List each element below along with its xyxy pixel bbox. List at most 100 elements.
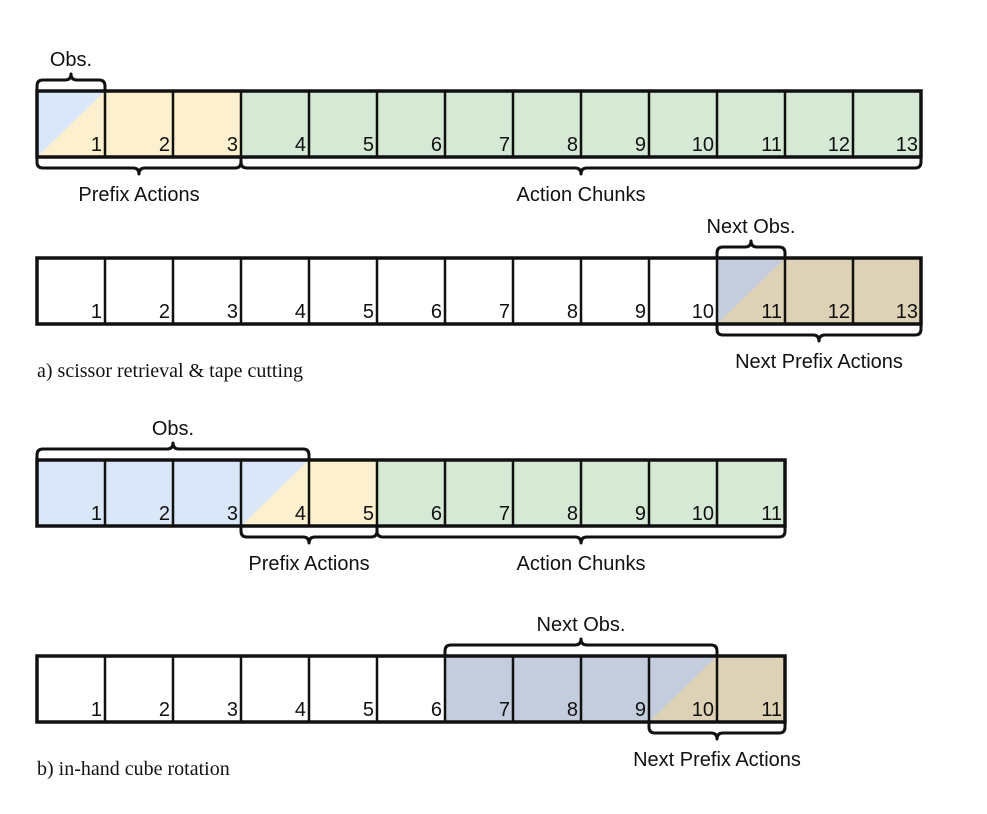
- row-outline: [35, 654, 787, 724]
- brace-next-prefix-actions: Next Prefix Actions: [715, 324, 923, 373]
- cell-diagonal-fill: [37, 91, 105, 157]
- cell-fill: [105, 656, 173, 722]
- cell-fill: [445, 91, 513, 157]
- cell-fill: [377, 258, 445, 324]
- brace-action-chunks: Action Chunks: [239, 157, 923, 206]
- cell-label: 10: [692, 134, 714, 156]
- cell-label: 4: [295, 503, 306, 525]
- cell-fill: [445, 460, 513, 526]
- brace-action-chunks: Action Chunks: [375, 526, 787, 575]
- cell-5: 5: [309, 91, 377, 157]
- cell-label: 4: [295, 134, 306, 156]
- brace-next-obs: Next Obs.: [707, 216, 795, 258]
- cell-label: 5: [363, 503, 374, 525]
- cell-3: 3: [173, 91, 241, 157]
- cell-fill: [581, 258, 649, 324]
- cell-label: 12: [828, 301, 850, 323]
- cell-fill: [377, 656, 445, 722]
- caption-panel-b: b) in-hand cube rotation: [37, 758, 230, 780]
- cell-label: 3: [227, 503, 238, 525]
- brace-shape: [35, 72, 107, 91]
- brace-label: Prefix Actions: [248, 553, 369, 575]
- cell-6: 6: [377, 656, 445, 722]
- cell-3: 3: [173, 460, 241, 526]
- cell-label: 11: [761, 134, 782, 156]
- cell-label: 8: [567, 301, 578, 323]
- cell-label: 9: [635, 503, 646, 525]
- cell-fill: [309, 258, 377, 324]
- cell-fill: [241, 656, 309, 722]
- cell-fill: [581, 460, 649, 526]
- cell-8: 8: [513, 258, 581, 324]
- brace-label: Next Obs.: [537, 614, 626, 636]
- brace-obs: Obs.: [35, 418, 311, 460]
- cell-label: 7: [499, 134, 510, 156]
- cell-fill: [717, 91, 785, 157]
- brace-next-obs: Next Obs.: [443, 614, 719, 656]
- cell-label: 3: [227, 301, 238, 323]
- cell-fill: [445, 258, 513, 324]
- cell-fill: [37, 656, 105, 722]
- cell-label: 7: [499, 699, 510, 721]
- brace-shape: [35, 441, 311, 460]
- cell-13: 13: [853, 258, 921, 324]
- cell-fill: [581, 656, 649, 722]
- cell-7: 7: [445, 656, 513, 722]
- brace-shape: [715, 324, 923, 343]
- cell-label: 11: [761, 503, 782, 525]
- cell-13: 13: [853, 91, 921, 157]
- cell-label: 7: [499, 301, 510, 323]
- cell-12: 12: [785, 91, 853, 157]
- cell-fill: [649, 258, 717, 324]
- cell-label: 8: [567, 699, 578, 721]
- cell-label: 2: [159, 134, 170, 156]
- cell-label: 1: [91, 134, 102, 156]
- brace-shape: [239, 157, 923, 176]
- cell-1: 1: [37, 460, 105, 526]
- cell-label: 10: [692, 301, 714, 323]
- cell-fill: [785, 91, 853, 157]
- cell-fill: [309, 460, 377, 526]
- brace-label: Next Prefix Actions: [735, 351, 903, 373]
- cell-label: 2: [159, 699, 170, 721]
- cell-10: 10: [649, 656, 717, 722]
- brace-shape: [715, 239, 787, 258]
- cell-label: 3: [227, 699, 238, 721]
- cell-9: 9: [581, 656, 649, 722]
- brace-label: Obs.: [50, 49, 92, 71]
- cell-10: 10: [649, 258, 717, 324]
- cell-8: 8: [513, 91, 581, 157]
- cell-7: 7: [445, 91, 513, 157]
- cell-fill: [241, 91, 309, 157]
- cell-fill: [173, 91, 241, 157]
- cell-fill: [309, 91, 377, 157]
- cell-4: 4: [241, 460, 309, 526]
- cell-9: 9: [581, 91, 649, 157]
- cell-fill: [445, 656, 513, 722]
- cell-label: 1: [91, 699, 102, 721]
- cell-fill: [173, 258, 241, 324]
- brace-shape: [239, 526, 379, 545]
- cell-10: 10: [649, 460, 717, 526]
- cell-5: 5: [309, 656, 377, 722]
- cell-diagonal-fill: [649, 656, 717, 722]
- cell-1: 1: [37, 258, 105, 324]
- cell-12: 12: [785, 258, 853, 324]
- cell-label: 9: [635, 134, 646, 156]
- cell-8: 8: [513, 460, 581, 526]
- cell-fill: [785, 258, 853, 324]
- brace-shape: [443, 637, 719, 656]
- cell-diagonal-fill: [241, 460, 309, 526]
- cell-8: 8: [513, 656, 581, 722]
- cell-label: 11: [761, 699, 782, 721]
- cell-9: 9: [581, 460, 649, 526]
- cell-label: 6: [431, 699, 442, 721]
- cell-10: 10: [649, 91, 717, 157]
- brace-next-prefix-actions: Next Prefix Actions: [633, 722, 801, 771]
- cell-label: 4: [295, 301, 306, 323]
- cell-11: 11: [717, 460, 785, 526]
- cell-label: 2: [159, 503, 170, 525]
